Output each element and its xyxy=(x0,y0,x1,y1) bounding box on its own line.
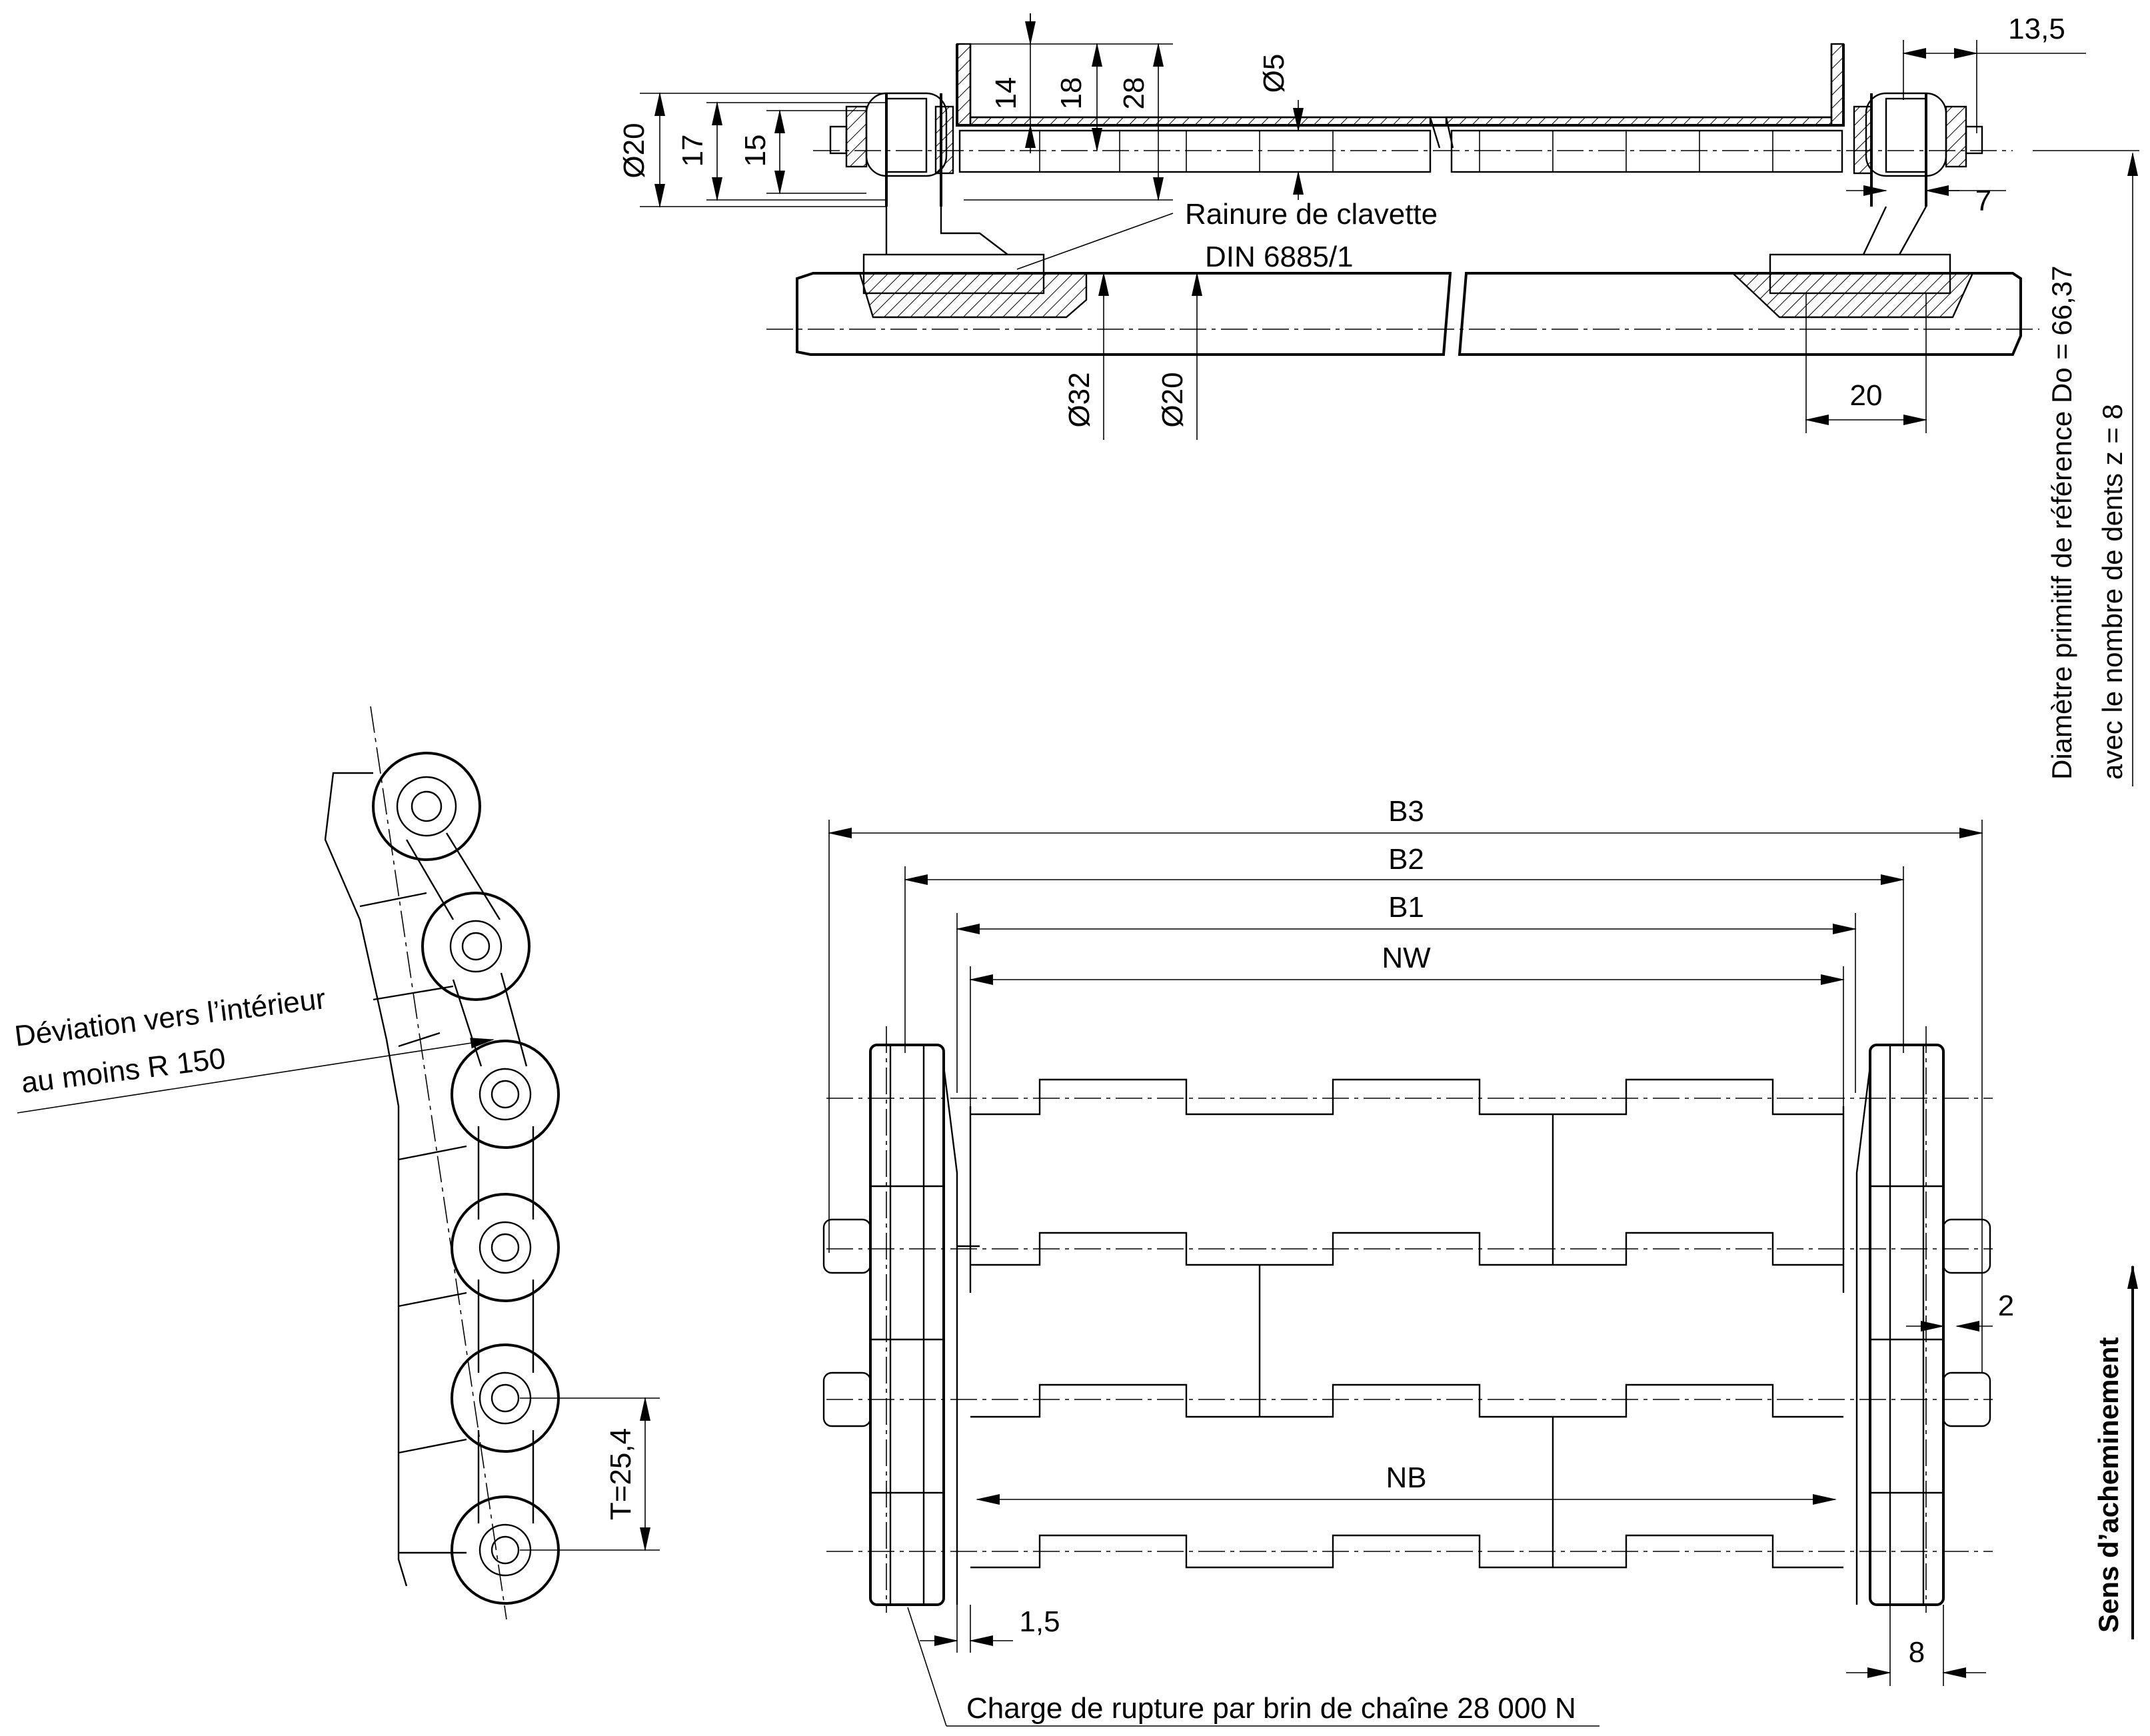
guide-rail xyxy=(324,772,408,1587)
roller-2 xyxy=(421,892,531,1001)
chain-strand-right xyxy=(1842,1026,1991,1613)
dim-nb-label: NB xyxy=(1386,1461,1426,1494)
dim-15-label: 15 xyxy=(739,135,772,167)
top-section-view: 14 18 28 Ø5 13,5 7 Ø20 17 15 Ø32 Ø20 20 … xyxy=(618,13,2139,786)
dim-d20-left-label: Ø20 xyxy=(618,123,650,178)
roller-1 xyxy=(372,752,481,861)
dim-nw-label: NW xyxy=(1382,942,1431,974)
keyway-note-line2: DIN 6885/1 xyxy=(1205,241,1354,273)
chain-strand-left xyxy=(822,1026,980,1613)
roller-left xyxy=(829,92,954,207)
pitch-dim-label: T=25,4 xyxy=(604,1428,637,1520)
top-dimensions xyxy=(640,13,2139,786)
link-plates xyxy=(405,832,535,1523)
plan-view: B3 B2 B1 NW NB xyxy=(822,795,2138,1727)
dim-28-label: 28 xyxy=(1118,77,1150,110)
dim-d20-shaft-label: Ø20 xyxy=(1156,372,1189,427)
roller-right xyxy=(1853,92,1983,207)
slat-row xyxy=(958,129,1843,173)
slat-ends xyxy=(359,892,467,1554)
dim-20-hub-label: 20 xyxy=(1850,379,1883,412)
pitch-note-line1: Diamètre primitif de référence Do = 66,3… xyxy=(2046,265,2077,780)
dim-2-label: 2 xyxy=(1998,1290,2014,1322)
dim-b2-label: B2 xyxy=(1388,843,1424,876)
deviation-leader xyxy=(17,1038,495,1114)
dim-7-label: 7 xyxy=(1975,185,1991,217)
dim-1-5-label: 1,5 xyxy=(1019,1605,1060,1638)
pitch-note-line2: avec le nombre de dents z = 8 xyxy=(2097,404,2128,780)
plan-dimensions xyxy=(828,820,1983,1505)
chain-path-line xyxy=(370,706,507,1620)
dim-8-label: 8 xyxy=(1909,1636,1925,1669)
side-chain-view: Déviation vers l’intérieur au moins R 15… xyxy=(13,706,660,1620)
keyway-note-line1: Rainure de clavette xyxy=(1185,198,1438,231)
roller-4 xyxy=(451,1193,560,1302)
dim-13-5-label: 13,5 xyxy=(2008,13,2065,45)
deviation-note-line1: Déviation vers l’intérieur xyxy=(13,982,327,1053)
dim-17-label: 17 xyxy=(676,135,709,167)
dim-d5-label: Ø5 xyxy=(1258,54,1290,93)
breaking-load-note: Charge de rupture par brin de chaîne 28 … xyxy=(966,1692,1576,1725)
dim-d32-label: Ø32 xyxy=(1063,372,1096,427)
slats xyxy=(826,1078,1993,1569)
sprocket-shaft xyxy=(766,206,2039,356)
direction-label: Sens d’acheminement xyxy=(2093,1337,2124,1633)
deviation-note-line2: au moins R 150 xyxy=(19,1042,227,1100)
roller-3 xyxy=(451,1040,560,1149)
small-dimensions xyxy=(907,1321,1993,1727)
dim-14-label: 14 xyxy=(990,77,1022,110)
dim-b1-label: B1 xyxy=(1388,891,1424,924)
dim-18-label: 18 xyxy=(1055,77,1088,110)
dim-b3-label: B3 xyxy=(1388,795,1424,828)
channel-profile xyxy=(956,43,1845,149)
